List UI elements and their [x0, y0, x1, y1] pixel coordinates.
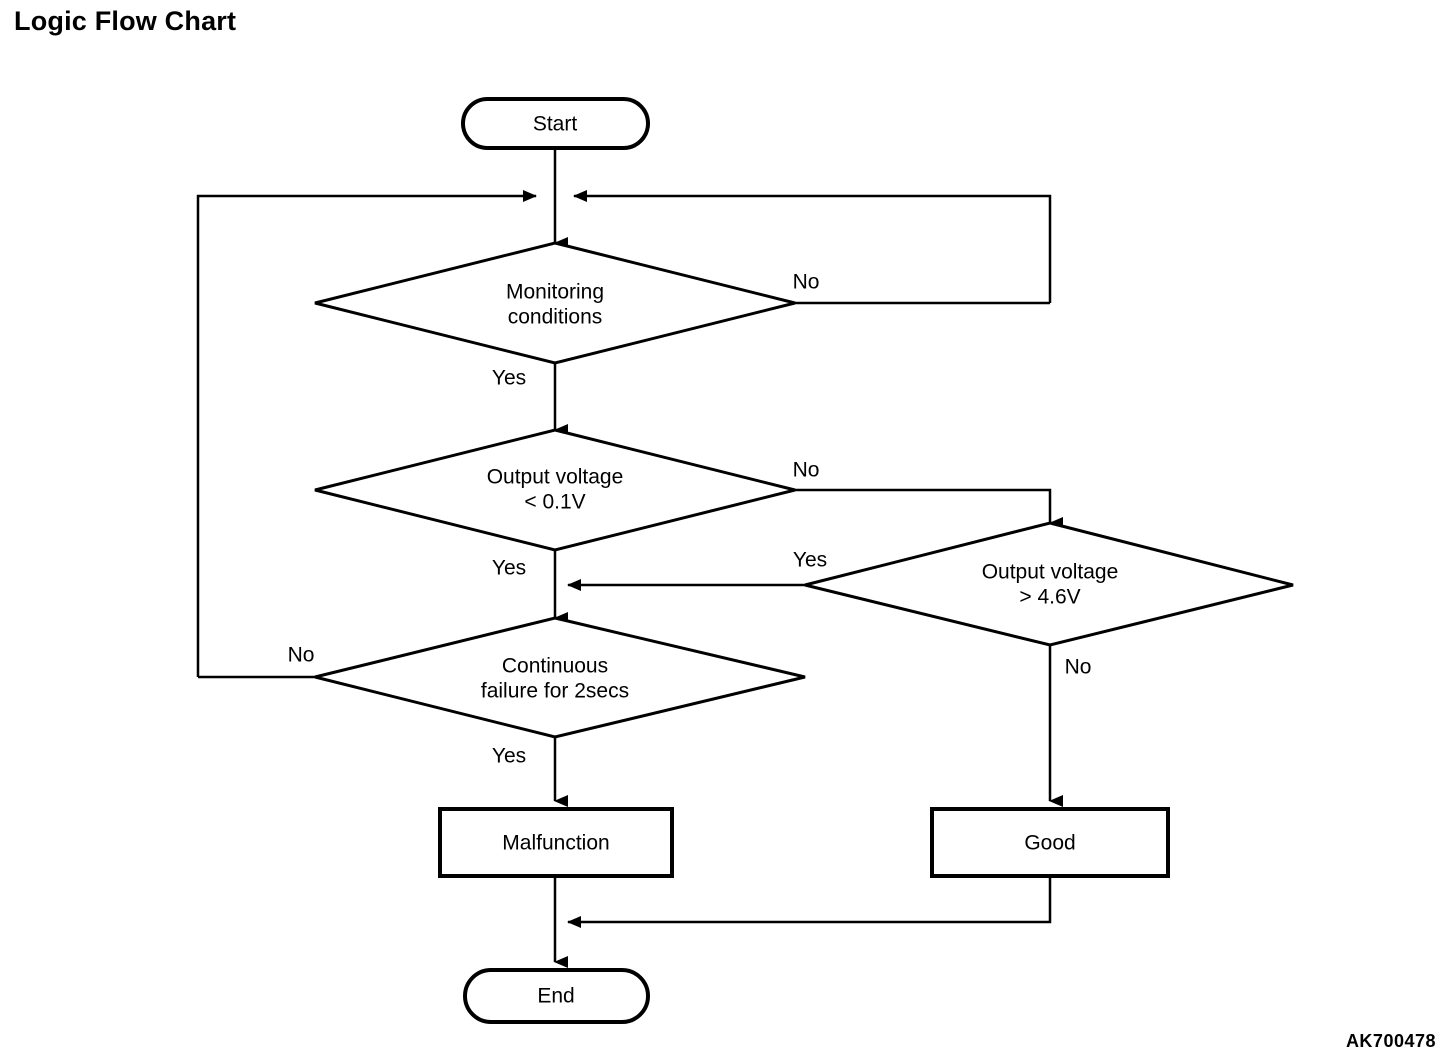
- edge-loopback-right-rail: [573, 190, 1052, 303]
- edge-label-vlow-yes: Yes: [492, 557, 526, 580]
- output-voltage-low-shape[interactable]: [314, 428, 796, 552]
- end-shape[interactable]: [463, 968, 650, 1024]
- node-monitoring-conditions[interactable]: Monitoring conditions: [314, 241, 796, 365]
- good-shape[interactable]: [930, 807, 1170, 878]
- edge-label-continuous-yes: Yes: [492, 745, 526, 768]
- edge-label-monitoring-yes: Yes: [492, 367, 526, 390]
- continuous-failure-label-line1: Continuous: [502, 655, 608, 678]
- node-output-voltage-low[interactable]: Output voltage < 0.1V: [314, 428, 796, 552]
- start-shape[interactable]: [461, 97, 650, 150]
- monitoring-conditions-label-line1: Monitoring: [506, 281, 604, 304]
- node-malfunction[interactable]: Malfunction: [438, 807, 674, 878]
- malfunction-label: Malfunction: [502, 832, 609, 855]
- monitoring-conditions-shape[interactable]: [314, 241, 796, 365]
- malfunction-shape[interactable]: [438, 807, 674, 878]
- edge-vlow-no: [795, 488, 1063, 529]
- edge-label-vhigh-no: No: [1065, 656, 1092, 679]
- edge-label-monitoring-no: No: [793, 271, 820, 294]
- good-label: Good: [1024, 832, 1075, 855]
- output-voltage-high-label-line1: Output voltage: [982, 561, 1119, 584]
- output-voltage-high-label-line2: > 4.6V: [1019, 586, 1080, 609]
- monitoring-conditions-label-line2: conditions: [508, 306, 603, 329]
- start-label: Start: [533, 113, 578, 136]
- node-good[interactable]: Good: [930, 807, 1170, 878]
- edge-label-continuous-no: No: [288, 644, 315, 667]
- output-voltage-low-label-line2: < 0.1V: [524, 491, 585, 514]
- connector-layer: [196, 148, 1063, 968]
- output-voltage-low-label-line1: Output voltage: [487, 466, 624, 489]
- diagram-reference-code: AK700478: [1345, 1031, 1436, 1051]
- continuous-failure-label-line2: failure for 2secs: [481, 680, 629, 703]
- continuous-failure-shape[interactable]: [314, 616, 806, 739]
- edge-label-layer: No Yes No Yes Yes No No Yes: [288, 271, 1092, 768]
- node-end[interactable]: End: [463, 968, 650, 1024]
- edge-loopback-left-rail: [196, 190, 537, 677]
- end-label: End: [537, 985, 574, 1008]
- edge-label-vlow-no: No: [793, 459, 820, 482]
- node-continuous-failure[interactable]: Continuous failure for 2secs: [314, 616, 806, 739]
- node-output-voltage-high[interactable]: Output voltage > 4.6V: [804, 521, 1294, 647]
- edge-good-to-end: [567, 876, 1052, 928]
- output-voltage-high-shape[interactable]: [804, 521, 1294, 647]
- page-title: Logic Flow Chart: [14, 6, 237, 36]
- edge-label-vhigh-yes: Yes: [793, 549, 827, 572]
- node-start[interactable]: Start: [461, 97, 650, 150]
